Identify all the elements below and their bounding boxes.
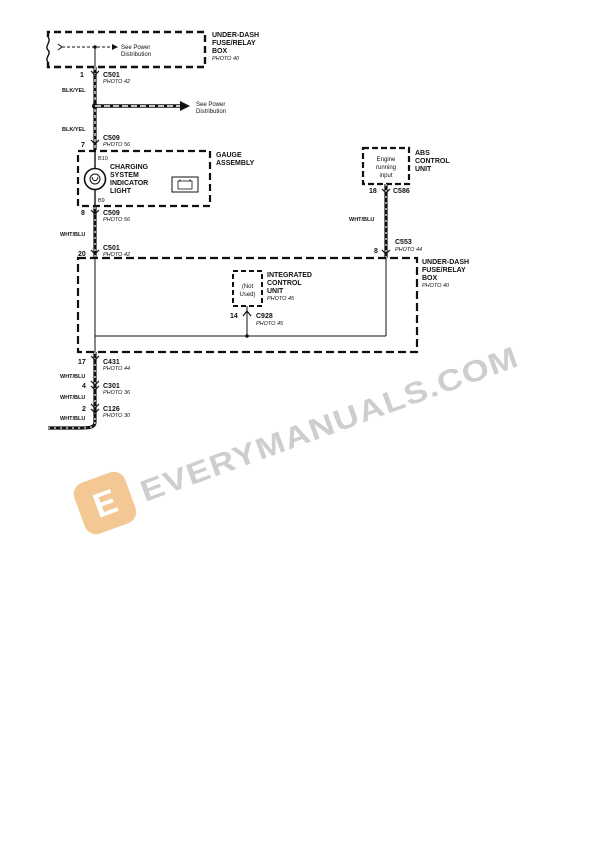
watermark: E EVERYMANUALS.COM bbox=[73, 341, 523, 535]
splice-ref-line-2: Distribution bbox=[196, 109, 226, 115]
icu-status-1: (Not bbox=[242, 284, 254, 290]
top-box-title-1: UNDER-DASH bbox=[212, 32, 259, 39]
connector-c301: 4 C301 PHOTO 36 bbox=[82, 380, 131, 396]
integrated-control-unit: (Not Used) INTEGRATED CONTROL UNIT PHOTO… bbox=[232, 270, 312, 318]
top-fuse-relay-box: See Power Distribution UNDER-DASH FUSE/R… bbox=[46, 30, 259, 69]
indicator-bulb-icon bbox=[83, 167, 107, 191]
c586-pin: 18 bbox=[369, 188, 377, 195]
icu-title-2: CONTROL bbox=[267, 280, 302, 287]
gauge-title-1: GAUGE bbox=[216, 152, 242, 159]
icu-title-1: INTEGRATED bbox=[267, 272, 312, 279]
wire-label-wht-blu-4: WHT/BLU bbox=[60, 416, 85, 422]
gauge-pin-out: B9 bbox=[98, 198, 105, 204]
c928-pin: 14 bbox=[230, 313, 238, 320]
c431-pin: 17 bbox=[78, 359, 86, 366]
c301-pin: 4 bbox=[82, 383, 86, 390]
wire-label-wht-blu-3: WHT/BLU bbox=[60, 395, 85, 401]
c501-top-photo: PHOTO 42 bbox=[103, 79, 130, 85]
watermark-text: EVERYMANUALS.COM bbox=[136, 341, 523, 509]
top-box-ref-line-2: Distribution bbox=[121, 52, 151, 58]
wire-label-wht-blu-2: WHT/BLU bbox=[60, 374, 85, 380]
wire-label-wht-blu-abs: WHT/BLU bbox=[349, 217, 374, 223]
c126-photo: PHOTO 30 bbox=[103, 413, 131, 419]
light-label-2: SYSTEM bbox=[110, 172, 139, 179]
c586-name: C586 bbox=[393, 188, 410, 195]
bottom-fuse-relay-box: UNDER-DASH FUSE/RELAY BOX PHOTO 40 bbox=[76, 256, 469, 354]
c501-bottom-photo: PHOTO 42 bbox=[103, 252, 130, 258]
abs-input-1: Engine bbox=[377, 157, 396, 163]
connector-c553: 8 C553 PHOTO 44 bbox=[374, 239, 422, 255]
c509-out-photo: PHOTO 56 bbox=[103, 217, 131, 223]
c509-in-pin: 7 bbox=[81, 142, 85, 149]
c509-in-photo: PHOTO 56 bbox=[103, 142, 131, 148]
gauge-pin-in: B10 bbox=[98, 156, 108, 162]
c301-photo: PHOTO 36 bbox=[103, 390, 131, 396]
c501-bottom-pin: 20 bbox=[78, 251, 86, 258]
watermark-logo: E bbox=[73, 471, 137, 535]
connector-c928: 14 C928 PHOTO 45 bbox=[230, 313, 284, 327]
top-box-title-2: FUSE/RELAY bbox=[212, 40, 256, 47]
abs-input-3: input bbox=[379, 173, 392, 179]
c553-name: C553 bbox=[395, 239, 412, 246]
c126-name: C126 bbox=[103, 406, 120, 413]
top-box-title-3: BOX bbox=[212, 48, 228, 55]
wire-label-blk-yel-1: BLK/YEL bbox=[62, 88, 86, 94]
c509-in-name: C509 bbox=[103, 135, 120, 142]
light-label-4: LIGHT bbox=[110, 188, 132, 195]
gauge-assembly: GAUGE ASSEMBLY B10 CHARGING SYSTEM INDIC… bbox=[76, 149, 255, 208]
icu-photo: PHOTO 45 bbox=[267, 296, 295, 302]
connector-c509-in: C509 PHOTO 56 7 bbox=[81, 135, 131, 149]
c501-top-pin: 1 bbox=[80, 72, 84, 79]
battery-icon bbox=[171, 176, 199, 193]
connector-c509-out: 8 C509 PHOTO 56 bbox=[81, 209, 131, 223]
c928-name: C928 bbox=[256, 313, 273, 320]
abs-title-2: CONTROL bbox=[415, 158, 450, 165]
light-label-1: CHARGING bbox=[110, 164, 149, 171]
c126-pin: 2 bbox=[82, 406, 86, 413]
connector-c586: 18 C586 bbox=[369, 188, 410, 195]
bottom-box-title-3: BOX bbox=[422, 275, 438, 282]
icu-status-2: Used) bbox=[239, 292, 255, 298]
connector-c501-top: 1 C501 PHOTO 42 bbox=[80, 70, 130, 85]
top-box-ref-line-1: See Power bbox=[121, 45, 150, 51]
c553-pin: 8 bbox=[374, 248, 378, 255]
c301-name: C301 bbox=[103, 383, 120, 390]
icu-title-3: UNIT bbox=[267, 288, 284, 295]
c553-photo: PHOTO 44 bbox=[395, 247, 422, 253]
connector-c126: 2 C126 PHOTO 30 bbox=[82, 403, 131, 419]
abs-control-unit: Engine running input ABS CONTROL UNIT bbox=[361, 146, 450, 258]
c509-out-name: C509 bbox=[103, 210, 120, 217]
bottom-box-photo: PHOTO 40 bbox=[422, 283, 450, 289]
bottom-box-title-1: UNDER-DASH bbox=[422, 259, 469, 266]
connector-c431: 17 C431 PHOTO 44 bbox=[78, 355, 130, 372]
connector-c501-bottom: 20 C501 PHOTO 42 bbox=[78, 245, 130, 258]
abs-title-3: UNIT bbox=[415, 166, 432, 173]
splice-power-distribution: See Power Distribution bbox=[92, 101, 226, 115]
c501-top-name: C501 bbox=[103, 72, 120, 79]
wire-label-blk-yel-2: BLK/YEL bbox=[62, 127, 86, 133]
c509-out-pin: 8 bbox=[81, 210, 85, 217]
bottom-box-title-2: FUSE/RELAY bbox=[422, 267, 466, 274]
c501-bottom-name: C501 bbox=[103, 245, 120, 252]
c928-photo: PHOTO 45 bbox=[256, 321, 284, 327]
top-box-photo: PHOTO 40 bbox=[212, 56, 240, 62]
gauge-title-2: ASSEMBLY bbox=[216, 160, 255, 167]
abs-input-2: running bbox=[376, 165, 396, 171]
c431-name: C431 bbox=[103, 359, 120, 366]
c431-photo: PHOTO 44 bbox=[103, 366, 130, 372]
abs-title-1: ABS bbox=[415, 150, 430, 157]
wire-label-wht-blu-1: WHT/BLU bbox=[60, 232, 85, 238]
splice-ref-line-1: See Power bbox=[196, 102, 225, 108]
light-label-3: INDICATOR bbox=[110, 180, 148, 187]
